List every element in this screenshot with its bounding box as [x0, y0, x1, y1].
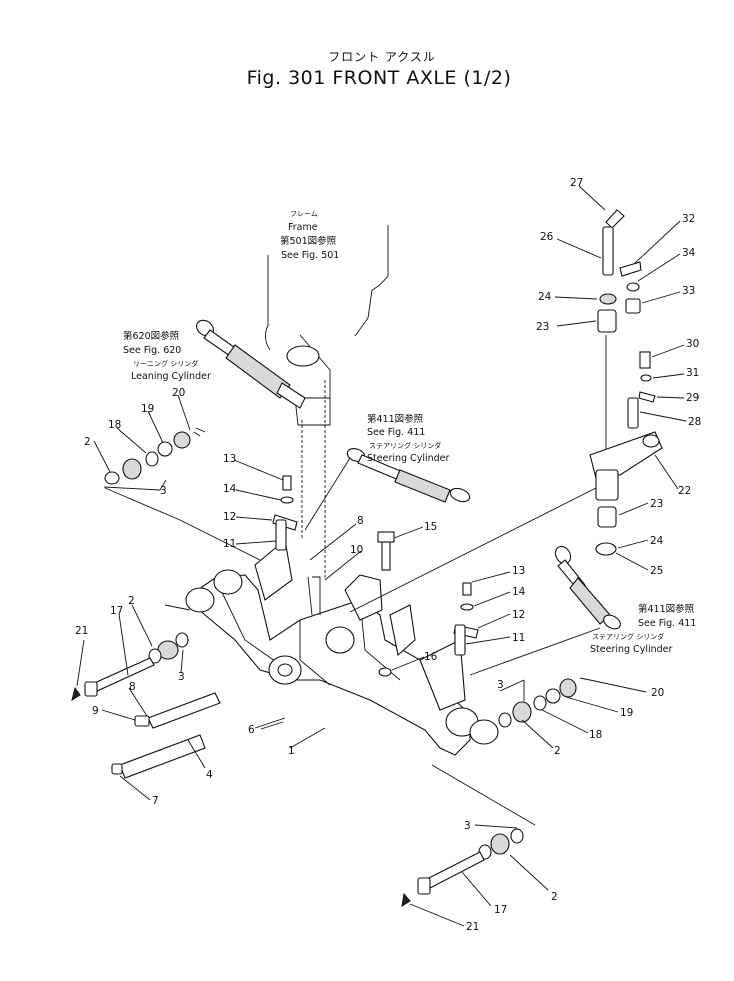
callout-4: 4	[206, 769, 213, 781]
callout-17-bottom: 17	[494, 904, 507, 916]
note-leaning-line4: Leaning Cylinder	[131, 371, 211, 382]
callout-leaders	[76, 185, 687, 927]
note-steering-right-line1: 第411図参照	[638, 603, 695, 615]
callout-20-right: 20	[651, 687, 664, 699]
note-frame-line3: 第501図参照	[280, 235, 337, 247]
center-fasteners	[272, 475, 479, 677]
callout-9: 9	[92, 705, 99, 717]
callout-21-left: 21	[75, 625, 88, 637]
note-steering-upper-line1: 第411図参照	[367, 413, 424, 425]
steering-lever-assembly	[349, 209, 663, 613]
note-leaning-line1: 第620図参照	[123, 330, 180, 342]
callout-20-upper: 20	[172, 387, 185, 399]
callout-26: 26	[540, 231, 554, 243]
callout-19-right: 19	[620, 707, 633, 719]
note-frame-line1: フレーム	[290, 210, 318, 218]
callout-2-left: 2	[128, 595, 135, 607]
note-steering-right-line3: ステアリング シリンダ	[592, 632, 664, 641]
callout-13-left: 13	[223, 453, 236, 465]
figure-title-block: フロント アクスル Fig. 301 FRONT AXLE (1/2)	[0, 48, 734, 89]
callout-8-upper: 8	[357, 515, 364, 527]
note-steering-cylinder-right: 第411図参照 See Fig. 411 ステアリング シリンダ Steerin…	[590, 603, 696, 655]
callout-1: 1	[288, 745, 295, 757]
note-steering-upper-line4: Steering Cylinder	[367, 453, 449, 464]
callout-7: 7	[152, 795, 159, 807]
callout-3-left: 3	[178, 671, 185, 683]
callout-8-lower: 8	[129, 681, 136, 693]
callout-2-upper: 2	[84, 436, 91, 448]
callout-24-upper: 24	[538, 291, 552, 303]
note-steering-cylinder-upper: 第411図参照 See Fig. 411 ステアリング シリンダ Steerin…	[367, 413, 449, 464]
callout-25: 25	[650, 565, 663, 577]
callout-34: 34	[682, 247, 696, 259]
callout-16: 16	[424, 651, 438, 663]
frame-outline	[265, 225, 389, 580]
bottom-pin-set	[401, 764, 536, 908]
note-frame-line4: See Fig. 501	[281, 250, 339, 261]
callout-12-left: 12	[223, 511, 236, 523]
callout-10: 10	[350, 544, 363, 556]
callout-31: 31	[686, 367, 699, 379]
callout-3-upper: 3	[160, 485, 167, 497]
callout-11-right: 11	[512, 632, 525, 644]
left-upper-bushing-set	[104, 427, 261, 561]
note-leaning-cylinder: 第620図参照 See Fig. 620 リーニング シリンダ Leaning …	[123, 330, 211, 382]
callout-18-right: 18	[589, 729, 602, 741]
note-steering-upper-line3: ステアリング シリンダ	[369, 441, 441, 450]
right-pivot-bushing-set	[498, 677, 591, 728]
callout-17-left: 17	[110, 605, 123, 617]
callout-numbers: 27 26 32 34 24 33 23 30 31 29 28 22 23 2…	[75, 177, 701, 933]
callout-14-left: 14	[223, 483, 237, 495]
left-lower-parts	[71, 632, 286, 779]
callout-29: 29	[686, 392, 699, 404]
callout-19-upper: 19	[141, 403, 154, 415]
callout-30: 30	[686, 338, 699, 350]
note-frame: フレーム Frame 第501図参照 See Fig. 501	[280, 210, 339, 261]
leaning-cylinder	[196, 319, 306, 409]
figure-title-english: Fig. 301 FRONT AXLE (1/2)	[246, 67, 512, 89]
callout-14-right: 14	[512, 586, 526, 598]
callout-23-upper: 23	[536, 321, 549, 333]
callout-15: 15	[424, 521, 437, 533]
callout-33: 33	[682, 285, 695, 297]
callout-6: 6	[248, 724, 255, 736]
callout-18-upper: 18	[108, 419, 121, 431]
steering-cylinder-right	[469, 545, 621, 676]
note-frame-line2: Frame	[288, 222, 318, 233]
note-leaning-line2: See Fig. 620	[123, 345, 181, 356]
callout-28: 28	[688, 416, 701, 428]
axle-body	[164, 538, 499, 756]
callout-22: 22	[678, 485, 691, 497]
callout-23-lower: 23	[650, 498, 663, 510]
callout-21-bottom: 21	[466, 921, 479, 933]
callout-3-bottom: 3	[464, 820, 471, 832]
callout-13-right: 13	[512, 565, 525, 577]
callout-2-bottom: 2	[551, 891, 558, 903]
callout-11-left: 11	[223, 538, 236, 550]
callout-3-right: 3	[497, 679, 504, 691]
figure-title-japanese: フロント アクスル	[328, 50, 436, 64]
callout-2-right: 2	[554, 745, 561, 757]
callout-24-lower: 24	[650, 535, 664, 547]
callout-32: 32	[682, 213, 695, 225]
callout-27: 27	[570, 177, 583, 189]
note-steering-right-line2: See Fig. 411	[638, 618, 696, 629]
steering-cylinder-upper	[304, 448, 471, 531]
note-leaning-line3: リーニング シリンダ	[133, 359, 198, 368]
note-steering-upper-line2: See Fig. 411	[367, 427, 425, 438]
callout-12-right: 12	[512, 609, 525, 621]
note-steering-right-line4: Steering Cylinder	[590, 644, 672, 655]
